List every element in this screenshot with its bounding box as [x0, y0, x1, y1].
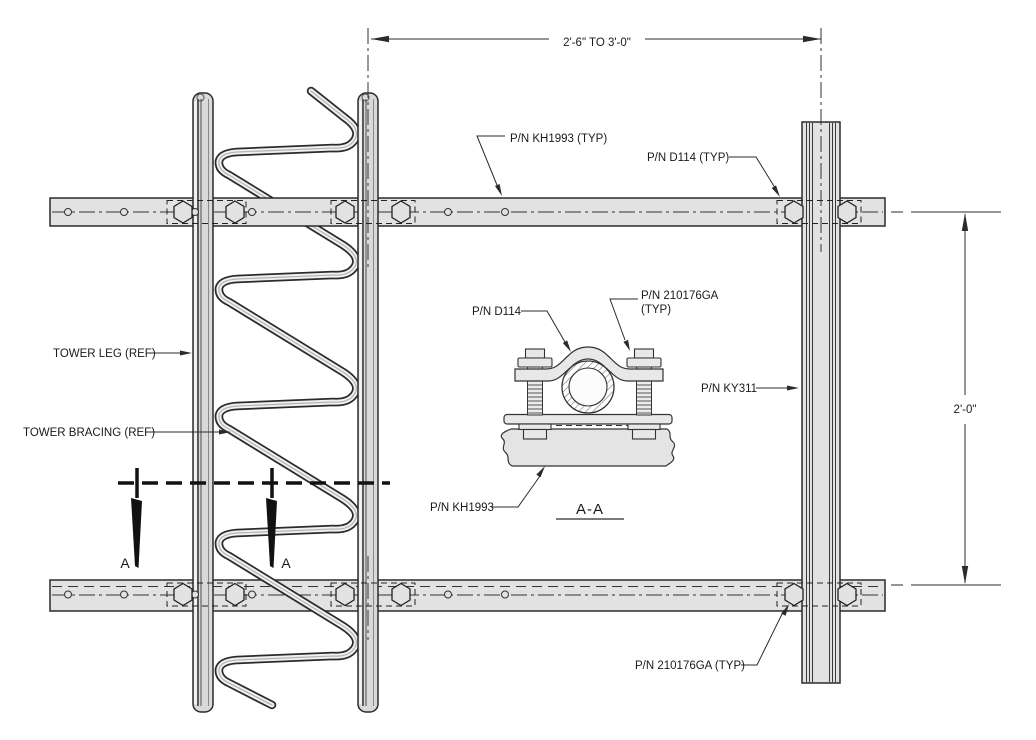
label-clamp-detail: P/N D114 — [472, 306, 571, 352]
svg-text:A-A: A-A — [576, 501, 604, 518]
leader-arrow-icon — [219, 429, 231, 435]
bolt-heads — [517, 348, 662, 368]
label-bolt-detail: P/N 210176GA (TYP) — [609, 290, 719, 351]
top-rail-hardware — [64, 200, 862, 224]
leader-arrow-icon — [781, 604, 789, 616]
arrow-up-icon — [961, 213, 969, 231]
hex-bolts-top — [173, 200, 857, 224]
label-clamp-typ: P/N D114 (TYP) — [647, 152, 780, 197]
saddle-clamp — [514, 346, 664, 382]
label-rail-detail: P/N KH1993 — [430, 466, 545, 514]
label-tower-leg: TOWER LEG (REF) — [53, 348, 192, 360]
section-arrow-left-icon — [131, 498, 142, 568]
label-tower-bracing: TOWER BRACING (REF) — [23, 427, 231, 439]
leader-arrow-icon — [495, 184, 502, 196]
svg-text:P/N 210176GA (TYP): P/N 210176GA (TYP) — [635, 660, 745, 672]
svg-text:P/N 210176GA: P/N 210176GA — [641, 290, 719, 302]
svg-text:P/N KH1993: P/N KH1993 — [430, 502, 494, 514]
section-detail-aa: P/N D114 P/N 210176GA (TYP) P/N KH1993 A… — [430, 290, 719, 520]
dimension-top-text: 2'-6" TO 3'-0" — [563, 37, 631, 49]
dimension-right-text: 2'-0" — [954, 404, 977, 416]
leader-arrow-icon — [787, 385, 799, 391]
section-marker-a-left: A — [120, 555, 130, 571]
leader-arrow-icon — [623, 339, 630, 351]
pipe-section — [561, 360, 615, 414]
label-bolt-lower: P/N 210176GA (TYP) — [635, 604, 789, 672]
dimension-right: 2'-0" — [891, 211, 1001, 586]
svg-text:P/N D114 (TYP): P/N D114 (TYP) — [647, 152, 729, 164]
svg-text:TOWER BRACING (REF): TOWER BRACING (REF) — [23, 427, 155, 439]
svg-text:(TYP): (TYP) — [641, 304, 671, 316]
dimension-top: 2'-6" TO 3'-0" — [371, 35, 821, 49]
centerlines — [367, 28, 822, 640]
svg-text:P/N D114: P/N D114 — [472, 306, 522, 318]
label-rail-typ: P/N KH1993 (TYP) — [476, 133, 607, 196]
left-tower-leg — [192, 92, 214, 713]
section-arrow-right-icon — [266, 498, 277, 568]
tower-bracing-zigzag — [214, 86, 361, 710]
bottom-rail-hardware — [64, 582, 862, 607]
hex-bolts-bottom — [173, 582, 857, 607]
svg-text:P/N KH1993 (TYP): P/N KH1993 (TYP) — [510, 133, 607, 145]
leader-arrow-icon — [180, 350, 192, 356]
leader-arrow-icon — [562, 340, 571, 352]
bolt-nuts — [518, 423, 661, 440]
leader-arrow-icon — [536, 466, 545, 478]
arrow-down-icon — [961, 566, 969, 584]
label-strut: P/N KY311 — [701, 383, 799, 395]
arrow-right-icon — [803, 35, 821, 43]
leader-arrow-icon — [771, 185, 780, 197]
section-title: A-A — [556, 501, 624, 520]
svg-text:TOWER LEG (REF): TOWER LEG (REF) — [53, 348, 156, 360]
lower-clamp-plate — [503, 413, 673, 425]
svg-text:P/N KY311: P/N KY311 — [701, 383, 757, 395]
arrow-left-icon — [371, 35, 389, 43]
section-cut-line: A A — [118, 468, 390, 571]
section-marker-a-right: A — [281, 555, 291, 571]
vertical-strut-ky311 — [801, 121, 841, 684]
